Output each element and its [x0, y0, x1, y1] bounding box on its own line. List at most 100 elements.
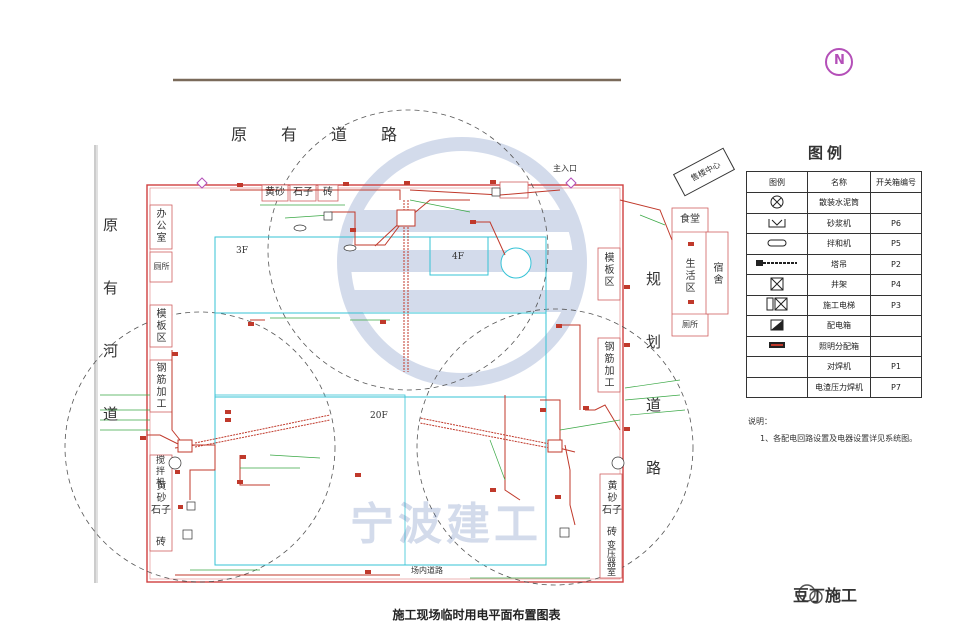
legend-row: 对焊机 P1	[746, 356, 922, 378]
legend-code: P5	[870, 233, 922, 255]
legend-row: 电渣压力焊机 P7	[746, 376, 922, 398]
zone-canteen: 食堂	[680, 214, 700, 225]
construction-elevator-icon	[746, 294, 808, 316]
gate-diamond-left	[196, 177, 208, 189]
zone-stone-left: 石子	[151, 505, 171, 516]
zone-form-left: 模板区	[154, 308, 165, 344]
building-label-3f: 3F	[236, 246, 248, 256]
legend-code: P3	[870, 294, 922, 316]
legend-row: 砂浆机 P6	[746, 212, 922, 234]
zone-living: 生活区	[683, 258, 694, 294]
legend-code: P6	[870, 212, 922, 234]
gate-diamond-right	[565, 177, 577, 189]
site-boundary	[146, 184, 624, 583]
zone-toilet-left: 厕所	[153, 262, 170, 271]
lighting-box-icon	[746, 335, 808, 357]
notes: 说明： 1、各配电回路设置及电器设置详见系统图。	[748, 413, 917, 447]
distribution-box-icon	[746, 315, 808, 337]
legend-row: 塔吊 P2	[746, 253, 922, 275]
legend-row: 照明分配箱	[746, 335, 922, 357]
legend-icon-empty	[746, 356, 808, 378]
road-label-top: 原有道路	[231, 125, 432, 144]
legend-code: P4	[870, 274, 922, 296]
legend-name: 砂浆机	[807, 212, 871, 234]
zone-office: 办公室	[154, 208, 165, 244]
legend-row: 拌和机 P5	[746, 233, 922, 255]
zone-sand-left: 黄砂	[154, 480, 165, 504]
zone-toilet-right: 厕所	[682, 320, 698, 329]
zone-sand-top: 黄砂	[265, 187, 285, 198]
gate-label: 主入口	[553, 164, 577, 173]
tower-crane-right	[419, 417, 576, 453]
building-label-20f: 20F	[370, 411, 388, 421]
legend-row: 配电箱	[746, 315, 922, 337]
crane-radius-right	[416, 308, 694, 586]
zone-brick-right: 砖	[607, 527, 617, 538]
watermark-logo	[337, 137, 587, 387]
tower-crane-icon	[746, 253, 808, 275]
figure-caption: 施工现场临时用电平面布置图表	[392, 608, 561, 622]
zone-brick-top: 砖	[323, 187, 333, 198]
legend-name: 对焊机	[807, 356, 871, 378]
zone-mixer-left: 搅拌机	[154, 455, 164, 488]
crane-radius-top	[267, 109, 549, 391]
zone-form-right: 模板区	[602, 252, 613, 288]
crane-radius-left	[64, 311, 336, 583]
road-label-right: 规划道路	[644, 271, 662, 523]
zone-sand-right: 黄砂	[605, 480, 616, 504]
zone-rebar-right: 钢筋加工	[602, 341, 613, 389]
power-lines	[147, 189, 673, 576]
zone-stone-top: 石子	[293, 187, 313, 198]
notes-title: 说明：	[748, 417, 772, 426]
device-markers	[140, 180, 694, 574]
mortar-mixer-icon	[746, 212, 808, 234]
concrete-mixer-icon	[746, 233, 808, 255]
legend-name: 拌和机	[807, 233, 871, 255]
legend-icon-empty	[746, 376, 808, 398]
legend-code	[870, 192, 922, 214]
legend-code	[870, 315, 922, 337]
brand-logo-icon	[798, 584, 823, 604]
road-label-left: 原有河道	[101, 217, 119, 469]
legend-header-name: 名称	[807, 171, 871, 193]
zone-dorm: 宿舍	[711, 262, 722, 286]
sales-center-box	[672, 147, 736, 197]
equipment-symbols	[168, 187, 625, 540]
legend-name: 施工电梯	[807, 294, 871, 316]
zone-stone-right: 石子	[602, 505, 622, 516]
zone-brick-left: 砖	[156, 537, 166, 548]
legend-name: 配电箱	[807, 315, 871, 337]
watermark-text: 宁波建工	[350, 499, 542, 550]
legend-title: 图例	[808, 144, 847, 162]
legend-name: 井架	[807, 274, 871, 296]
legend-name: 电渣压力焊机	[807, 376, 871, 398]
hoist-frame-icon	[746, 274, 808, 296]
building-label-4f: 4F	[452, 252, 464, 262]
legend-row: 施工电梯 P3	[746, 294, 922, 316]
tower-crane-top	[374, 200, 416, 372]
legend-header-code: 开关箱编号	[870, 171, 922, 193]
building-4f	[429, 236, 489, 276]
cement-silo-icon	[746, 192, 808, 214]
legend-header-row: 图例 名称 开关箱编号	[746, 171, 922, 193]
legend-name: 照明分配箱	[807, 335, 871, 357]
brand-text: 豆丁施工	[793, 586, 858, 605]
tower-crane-left	[174, 414, 331, 453]
legend-header-icon: 图例	[746, 171, 808, 193]
legend-code: P2	[870, 253, 922, 275]
legend-row: 井架 P4	[746, 274, 922, 296]
compass-letter: N	[834, 53, 845, 68]
legend-code: P1	[870, 356, 922, 378]
legend-row: 散装水泥筒	[746, 192, 922, 214]
zone-press-right: 变压器室	[605, 540, 615, 576]
zone-rebar-left: 钢筋加工	[154, 362, 165, 410]
legend-name: 散装水泥筒	[807, 192, 871, 214]
compass-icon	[825, 48, 853, 76]
wire-lines	[100, 199, 686, 579]
legend-code: P7	[870, 376, 922, 398]
notes-item: 1、各配电回路设置及电器设置详见系统图。	[760, 434, 918, 443]
legend-table: 图例 名称 开关箱编号 散装水泥筒 砂浆机 P6 拌和机 P5 塔吊 P2 井架…	[746, 171, 922, 398]
road-label-inner: 场内道路	[411, 566, 443, 575]
legend-code	[870, 335, 922, 357]
